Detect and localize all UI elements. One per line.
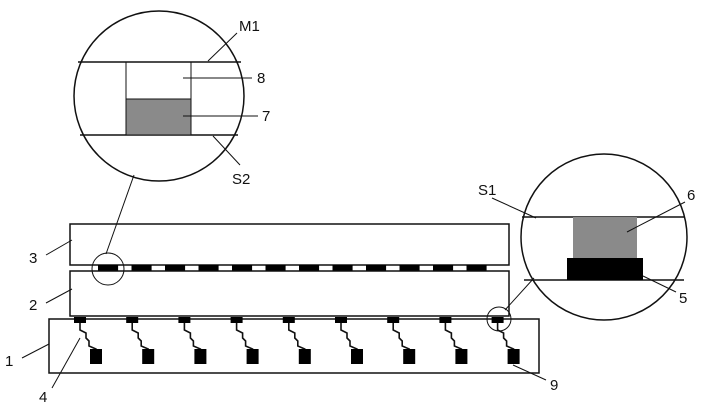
interlayer-pad bbox=[466, 265, 487, 271]
interlayer-pad bbox=[198, 265, 219, 271]
leader-3 bbox=[45, 239, 73, 256]
element-5 bbox=[567, 258, 643, 280]
label-s1: S1 bbox=[478, 182, 496, 199]
element-7 bbox=[125, 98, 192, 136]
magnified-view-left bbox=[73, 10, 245, 182]
label-1: 1 bbox=[5, 353, 13, 370]
leader-s1 bbox=[491, 197, 537, 219]
connector-bottom-pad bbox=[455, 349, 468, 364]
connector-bottom-pad bbox=[246, 349, 259, 364]
label-m1: M1 bbox=[239, 18, 260, 35]
connector-top-contact bbox=[439, 317, 452, 323]
leader-m1 bbox=[207, 32, 238, 62]
connector-top-contact bbox=[74, 317, 86, 323]
interlayer-pad bbox=[265, 265, 286, 271]
interlayer-pads bbox=[98, 265, 500, 272]
connector-group bbox=[74, 317, 520, 364]
connector-trace bbox=[131, 323, 149, 352]
leader-4 bbox=[51, 337, 81, 389]
connector-trace bbox=[183, 323, 202, 352]
element-8 bbox=[125, 61, 192, 100]
leader-2 bbox=[45, 288, 73, 304]
interlayer-pad bbox=[332, 265, 353, 271]
leader-right bbox=[504, 277, 535, 311]
interlayer-pad bbox=[131, 265, 152, 271]
connector-trace bbox=[340, 323, 358, 352]
leader-s2 bbox=[212, 135, 241, 166]
leader-9 bbox=[512, 364, 547, 381]
detail-marker-right bbox=[486, 306, 512, 332]
detail-marker-left bbox=[91, 252, 125, 286]
label-7: 7 bbox=[262, 108, 270, 125]
magnified-view-right bbox=[520, 153, 688, 321]
connector-trace bbox=[79, 323, 97, 352]
connector-top-contact bbox=[282, 317, 295, 323]
element-6 bbox=[573, 217, 637, 260]
plate-2 bbox=[69, 270, 510, 317]
connector-trace bbox=[392, 323, 411, 352]
connector-top-contact bbox=[178, 317, 191, 323]
interlayer-pad bbox=[165, 265, 186, 271]
interlayer-pad bbox=[299, 265, 320, 271]
connector-bottom-pad bbox=[142, 349, 155, 364]
connector-bottom-pad bbox=[90, 349, 102, 364]
connector-top-contact bbox=[230, 317, 243, 323]
connector-bottom-pad bbox=[194, 349, 207, 364]
interlayer-pad bbox=[232, 265, 253, 271]
interlayer-pad bbox=[433, 265, 454, 271]
leader-left bbox=[105, 174, 135, 255]
connector-trace bbox=[496, 323, 515, 352]
connector-bottom-pad bbox=[298, 349, 311, 364]
connector-bottom-pad bbox=[351, 349, 363, 364]
connector-top-contact bbox=[126, 317, 139, 323]
connector-trace bbox=[235, 323, 254, 352]
board-1 bbox=[48, 318, 540, 374]
label-9: 9 bbox=[550, 377, 558, 394]
label-2: 2 bbox=[29, 297, 37, 314]
label-5: 5 bbox=[679, 290, 687, 307]
connector-trace bbox=[444, 323, 463, 352]
interlayer-pad bbox=[366, 265, 387, 271]
connector-top-contact bbox=[387, 317, 400, 323]
label-8: 8 bbox=[257, 70, 265, 87]
interlayer-pad bbox=[399, 265, 420, 271]
label-6: 6 bbox=[687, 187, 695, 204]
leader-5 bbox=[642, 275, 677, 293]
connector-top-contact bbox=[491, 317, 504, 323]
connector-bottom-pad bbox=[403, 349, 416, 364]
connector-top-contact bbox=[335, 317, 347, 323]
label-s2: S2 bbox=[232, 171, 250, 188]
connector-bottom-pad bbox=[507, 349, 520, 364]
connector-trace bbox=[287, 323, 306, 352]
plate-3 bbox=[69, 223, 510, 266]
leader-1 bbox=[21, 343, 50, 359]
label-3: 3 bbox=[29, 250, 37, 267]
label-4: 4 bbox=[39, 389, 47, 406]
leader-6 bbox=[626, 201, 686, 233]
interlayer-pad bbox=[98, 265, 119, 271]
